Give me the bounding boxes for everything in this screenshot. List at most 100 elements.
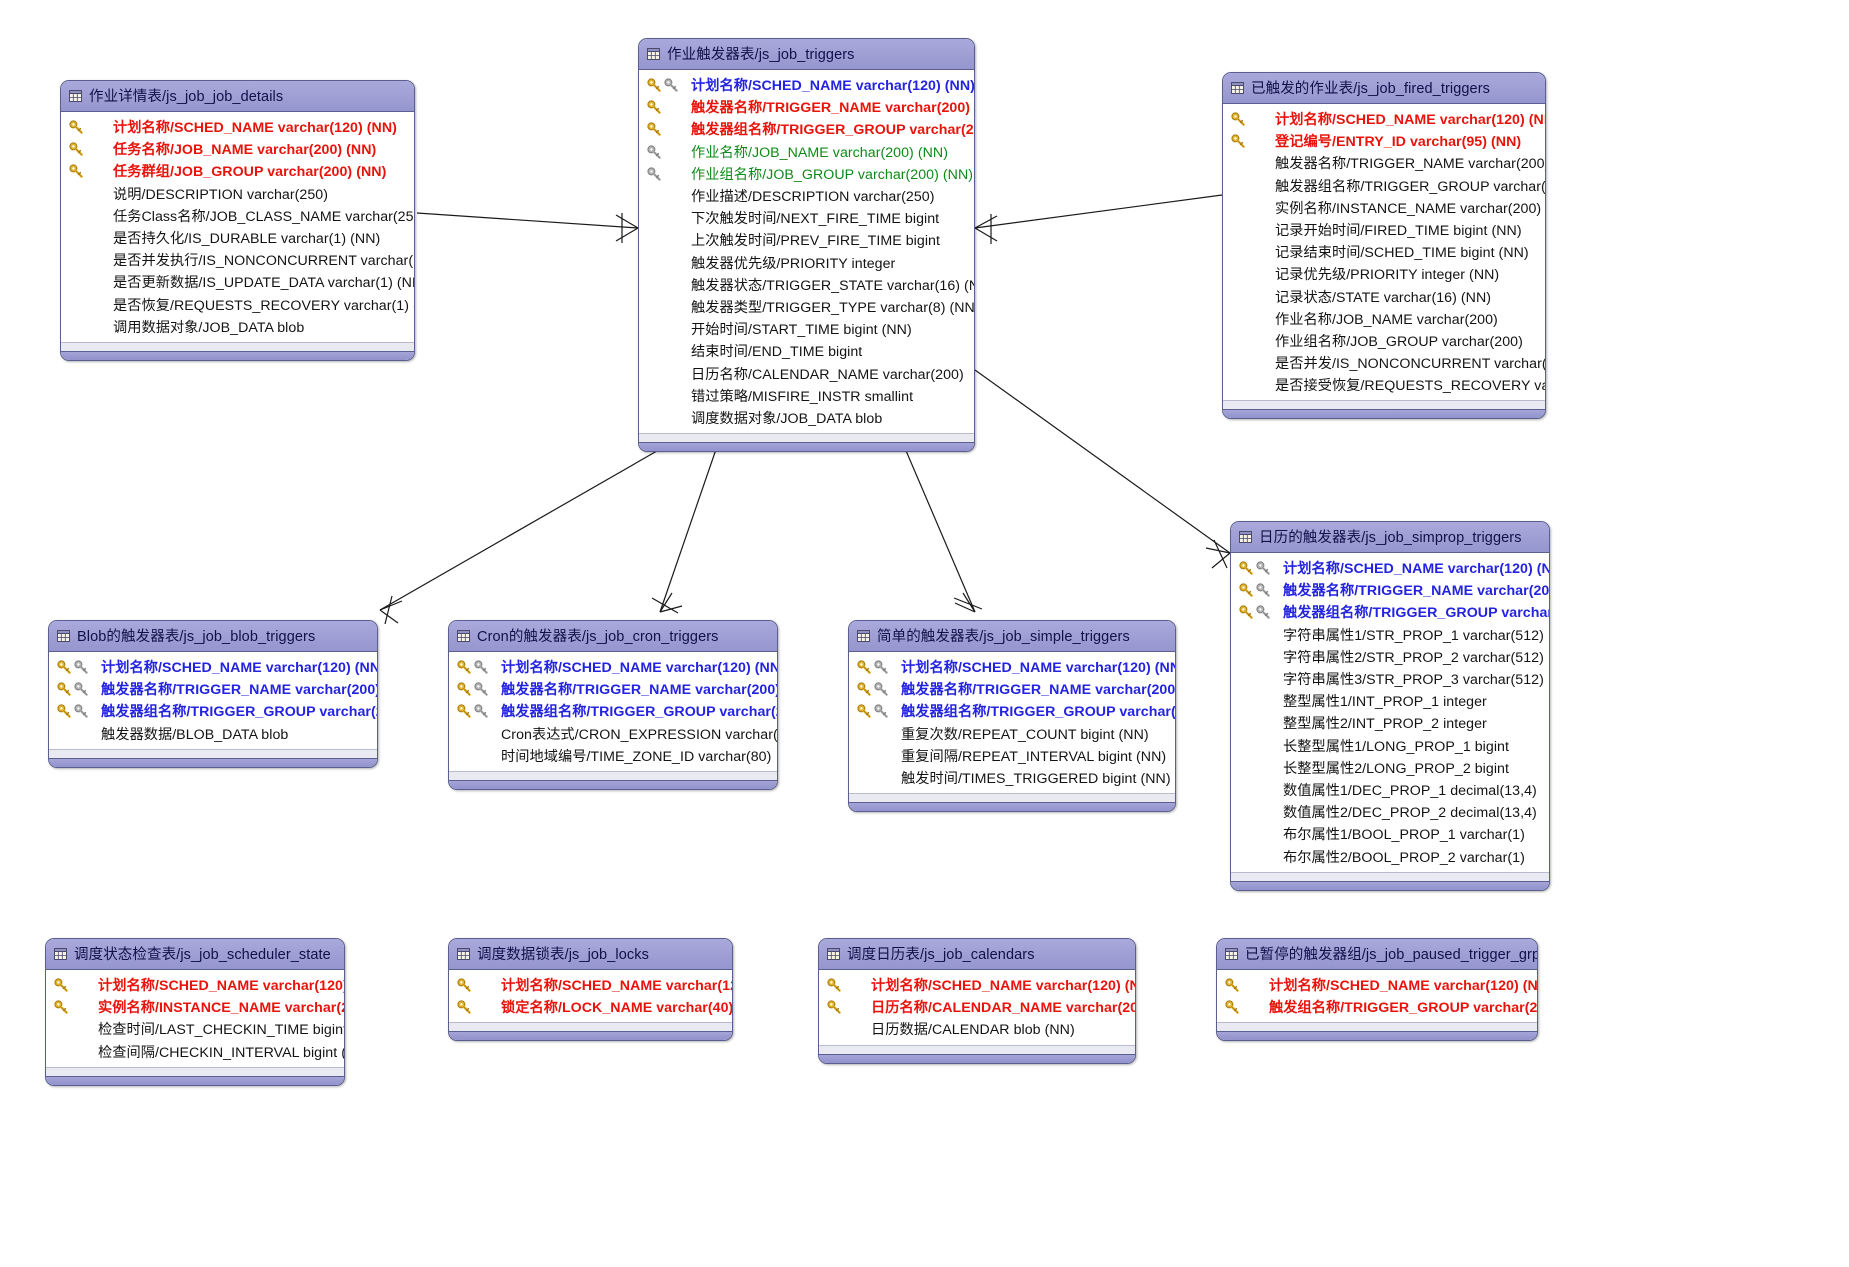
column-row[interactable]: 调度数据对象/JOB_DATA blob xyxy=(639,407,974,429)
column-row[interactable]: 作业组名称/JOB_GROUP varchar(200) (NN) xyxy=(639,163,974,185)
column-row[interactable]: 整型属性2/INT_PROP_2 integer xyxy=(1231,712,1549,734)
column-row[interactable]: 说明/DESCRIPTION varchar(250) xyxy=(61,183,414,205)
column-row[interactable]: 记录结束时间/SCHED_TIME bigint (NN) xyxy=(1223,241,1545,263)
column-row[interactable]: 触发器名称/TRIGGER_NAME varchar(200) (NN) xyxy=(1231,579,1549,601)
column-row[interactable]: 记录优先级/PRIORITY integer (NN) xyxy=(1223,263,1545,285)
column-row[interactable]: 下次触发时间/NEXT_FIRE_TIME bigint xyxy=(639,207,974,229)
column-row[interactable]: 触发器组名称/TRIGGER_GROUP varchar(200) (NN) xyxy=(639,118,974,140)
column-row[interactable]: 时间地域编号/TIME_ZONE_ID varchar(80) xyxy=(449,745,777,767)
column-row[interactable]: 字符串属性3/STR_PROP_3 varchar(512) xyxy=(1231,668,1549,690)
entity-calendars[interactable]: 调度日历表/js_job_calendars 计划名称/SCHED_NAME va… xyxy=(818,938,1136,1064)
entity-blob_triggers[interactable]: Blob的触发器表/js_job_blob_triggers 计划名称/SCHED… xyxy=(48,620,378,768)
entity-header-scheduler_state[interactable]: 调度状态检查表/js_job_scheduler_state xyxy=(46,939,344,970)
column-row[interactable]: 日历名称/CALENDAR_NAME varchar(200) (NN) xyxy=(819,996,1135,1018)
column-row[interactable]: 上次触发时间/PREV_FIRE_TIME bigint xyxy=(639,229,974,251)
column-row[interactable]: 结束时间/END_TIME bigint xyxy=(639,340,974,362)
entity-header-cron_triggers[interactable]: Cron的触发器表/js_job_cron_triggers xyxy=(449,621,777,652)
entity-simprop_triggers[interactable]: 日历的触发器表/js_job_simprop_triggers 计划名称/SCHE… xyxy=(1230,521,1550,891)
entity-header-fired_triggers[interactable]: 已触发的作业表/js_job_fired_triggers xyxy=(1223,73,1545,104)
column-row[interactable]: 触发器组名称/TRIGGER_GROUP varchar(200) (NN) xyxy=(1231,601,1549,623)
column-row[interactable]: 数值属性1/DEC_PROP_1 decimal(13,4) xyxy=(1231,779,1549,801)
column-row[interactable]: 锁定名称/LOCK_NAME varchar(40) (NN) xyxy=(449,996,732,1018)
column-row[interactable]: 触发器组名称/TRIGGER_GROUP varchar(200) (NN) xyxy=(49,700,377,722)
column-row[interactable]: 作业名称/JOB_NAME varchar(200) xyxy=(1223,308,1545,330)
entity-triggers[interactable]: 作业触发器表/js_job_triggers 计划名称/SCHED_NAME va… xyxy=(638,38,975,452)
column-row[interactable]: 日历数据/CALENDAR blob (NN) xyxy=(819,1018,1135,1040)
entity-header-calendars[interactable]: 调度日历表/js_job_calendars xyxy=(819,939,1135,970)
column-row[interactable]: Cron表达式/CRON_EXPRESSION varchar(120) (NN… xyxy=(449,723,777,745)
column-row[interactable]: 触发器组名称/TRIGGER_GROUP varchar(200) (NN) xyxy=(849,700,1175,722)
column-row[interactable]: 计划名称/SCHED_NAME varchar(120) (NN) xyxy=(849,656,1175,678)
column-row[interactable]: 触发器组名称/TRIGGER_GROUP varchar(200) (NN) xyxy=(449,700,777,722)
entity-locks[interactable]: 调度数据锁表/js_job_locks 计划名称/SCHED_NAME varch… xyxy=(448,938,733,1042)
column-row[interactable]: 是否并发执行/IS_NONCONCURRENT varchar(1) (NN) xyxy=(61,249,414,271)
column-row[interactable]: 计划名称/SCHED_NAME varchar(120) (NN) xyxy=(61,116,414,138)
column-row[interactable]: 计划名称/SCHED_NAME varchar(120) (NN) xyxy=(1223,108,1545,130)
entity-job_details[interactable]: 作业详情表/js_job_job_details 计划名称/SCHED_NAME … xyxy=(60,80,415,361)
column-row[interactable]: 触发器组名称/TRIGGER_GROUP varchar(200) (NN) xyxy=(1223,175,1545,197)
column-row[interactable]: 触发器名称/TRIGGER_NAME varchar(200) (NN) xyxy=(449,678,777,700)
column-row[interactable]: 数值属性2/DEC_PROP_2 decimal(13,4) xyxy=(1231,801,1549,823)
entity-header-simprop_triggers[interactable]: 日历的触发器表/js_job_simprop_triggers xyxy=(1231,522,1549,553)
column-row[interactable]: 重复次数/REPEAT_COUNT bigint (NN) xyxy=(849,723,1175,745)
entity-header-triggers[interactable]: 作业触发器表/js_job_triggers xyxy=(639,39,974,70)
column-row[interactable]: 是否并发/IS_NONCONCURRENT varchar(1) xyxy=(1223,352,1545,374)
column-row[interactable]: 是否更新数据/IS_UPDATE_DATA varchar(1) (NN) xyxy=(61,271,414,293)
column-row[interactable]: 长整型属性2/LONG_PROP_2 bigint xyxy=(1231,757,1549,779)
column-row[interactable]: 计划名称/SCHED_NAME varchar(120) (NN) xyxy=(46,974,344,996)
column-row[interactable]: 计划名称/SCHED_NAME varchar(120) (NN) xyxy=(1217,974,1537,996)
column-row[interactable]: 触发器数据/BLOB_DATA blob xyxy=(49,723,377,745)
column-row[interactable]: 字符串属性1/STR_PROP_1 varchar(512) xyxy=(1231,624,1549,646)
entity-paused_trigger_grps[interactable]: 已暂停的触发器组/js_job_paused_trigger_grps 计划名称/… xyxy=(1216,938,1538,1042)
entity-header-job_details[interactable]: 作业详情表/js_job_job_details xyxy=(61,81,414,112)
column-row[interactable]: 开始时间/START_TIME bigint (NN) xyxy=(639,318,974,340)
column-row[interactable]: 触发器名称/TRIGGER_NAME varchar(200) (NN) xyxy=(639,96,974,118)
entity-header-paused_trigger_grps[interactable]: 已暂停的触发器组/js_job_paused_trigger_grps xyxy=(1217,939,1537,970)
column-row[interactable]: 错过策略/MISFIRE_INSTR smallint xyxy=(639,385,974,407)
column-row[interactable]: 作业描述/DESCRIPTION varchar(250) xyxy=(639,185,974,207)
column-row[interactable]: 实例名称/INSTANCE_NAME varchar(200) (NN) xyxy=(1223,197,1545,219)
entity-simple_triggers[interactable]: 简单的触发器表/js_job_simple_triggers 计划名称/SCHED… xyxy=(848,620,1176,813)
column-row[interactable]: 作业名称/JOB_NAME varchar(200) (NN) xyxy=(639,141,974,163)
column-row[interactable]: 布尔属性1/BOOL_PROP_1 varchar(1) xyxy=(1231,823,1549,845)
entity-header-blob_triggers[interactable]: Blob的触发器表/js_job_blob_triggers xyxy=(49,621,377,652)
column-row[interactable]: 是否接受恢复/REQUESTS_RECOVERY varchar(1) xyxy=(1223,374,1545,396)
column-row[interactable]: 触发器优先级/PRIORITY integer xyxy=(639,252,974,274)
column-row[interactable]: 触发器名称/TRIGGER_NAME varchar(200) (NN) xyxy=(1223,152,1545,174)
column-row[interactable]: 长整型属性1/LONG_PROP_1 bigint xyxy=(1231,735,1549,757)
column-row[interactable]: 计划名称/SCHED_NAME varchar(120) (NN) xyxy=(1231,557,1549,579)
column-row[interactable]: 日历名称/CALENDAR_NAME varchar(200) xyxy=(639,362,974,384)
column-row[interactable]: 触发器状态/TRIGGER_STATE varchar(16) (NN) xyxy=(639,274,974,296)
column-row[interactable]: 调用数据对象/JOB_DATA blob xyxy=(61,316,414,338)
column-row[interactable]: 任务群组/JOB_GROUP varchar(200) (NN) xyxy=(61,160,414,182)
column-row[interactable]: 触发组名称/TRIGGER_GROUP varchar(200) (NN) xyxy=(1217,996,1537,1018)
column-row[interactable]: 记录开始时间/FIRED_TIME bigint (NN) xyxy=(1223,219,1545,241)
entity-cron_triggers[interactable]: Cron的触发器表/js_job_cron_triggers 计划名称/SCHED… xyxy=(448,620,778,790)
entity-header-simple_triggers[interactable]: 简单的触发器表/js_job_simple_triggers xyxy=(849,621,1175,652)
column-row[interactable]: 计划名称/SCHED_NAME varchar(120) (NN) xyxy=(819,974,1135,996)
column-row[interactable]: 计划名称/SCHED_NAME varchar(120) (NN) xyxy=(449,656,777,678)
column-row[interactable]: 检查间隔/CHECKIN_INTERVAL bigint (NN) xyxy=(46,1041,344,1063)
column-row[interactable]: 计划名称/SCHED_NAME varchar(120) (NN) xyxy=(639,74,974,96)
column-row[interactable]: 触发器类型/TRIGGER_TYPE varchar(8) (NN) xyxy=(639,296,974,318)
column-row[interactable]: 触发时间/TIMES_TRIGGERED bigint (NN) xyxy=(849,767,1175,789)
column-row[interactable]: 触发器名称/TRIGGER_NAME varchar(200) (NN) xyxy=(49,678,377,700)
entity-fired_triggers[interactable]: 已触发的作业表/js_job_fired_triggers 计划名称/SCHED_… xyxy=(1222,72,1546,420)
column-row[interactable]: 实例名称/INSTANCE_NAME varchar(200) (NN) xyxy=(46,996,344,1018)
column-row[interactable]: 作业组名称/JOB_GROUP varchar(200) xyxy=(1223,330,1545,352)
column-row[interactable]: 记录状态/STATE varchar(16) (NN) xyxy=(1223,286,1545,308)
column-row[interactable]: 计划名称/SCHED_NAME varchar(120) (NN) xyxy=(49,656,377,678)
entity-header-locks[interactable]: 调度数据锁表/js_job_locks xyxy=(449,939,732,970)
column-row[interactable]: 是否恢复/REQUESTS_RECOVERY varchar(1) (NN) xyxy=(61,294,414,316)
column-row[interactable]: 布尔属性2/BOOL_PROP_2 varchar(1) xyxy=(1231,845,1549,867)
column-row[interactable]: 任务Class名称/JOB_CLASS_NAME varchar(250) (N… xyxy=(61,205,414,227)
column-row[interactable]: 整型属性1/INT_PROP_1 integer xyxy=(1231,690,1549,712)
column-row[interactable]: 任务名称/JOB_NAME varchar(200) (NN) xyxy=(61,138,414,160)
column-row[interactable]: 检查时间/LAST_CHECKIN_TIME bigint (NN) xyxy=(46,1018,344,1040)
column-row[interactable]: 字符串属性2/STR_PROP_2 varchar(512) xyxy=(1231,646,1549,668)
column-row[interactable]: 登记编号/ENTRY_ID varchar(95) (NN) xyxy=(1223,130,1545,152)
column-row[interactable]: 重复间隔/REPEAT_INTERVAL bigint (NN) xyxy=(849,745,1175,767)
column-row[interactable]: 触发器名称/TRIGGER_NAME varchar(200) (NN) xyxy=(849,678,1175,700)
column-row[interactable]: 计划名称/SCHED_NAME varchar(120) (NN) xyxy=(449,974,732,996)
column-row[interactable]: 是否持久化/IS_DURABLE varchar(1) (NN) xyxy=(61,227,414,249)
